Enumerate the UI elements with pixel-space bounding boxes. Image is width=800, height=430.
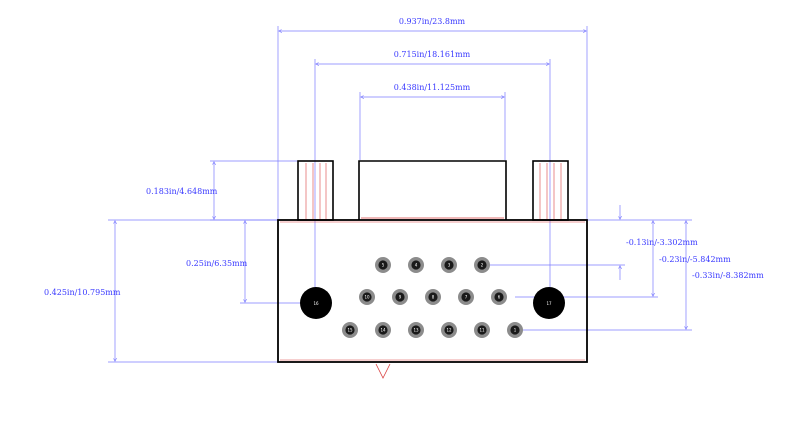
pin-label-6: 6: [498, 294, 501, 299]
pin-pad-9: 9: [392, 289, 408, 305]
row3-offset-label: -0.33in/-8.382mm: [692, 271, 764, 280]
pin-pad-10: 10: [359, 289, 375, 305]
pin-pad-1: 1: [507, 322, 523, 338]
pin-label-12: 12: [446, 327, 452, 332]
pin-pad-6: 6: [491, 289, 507, 305]
pin-pad-11: 11: [474, 322, 490, 338]
pin-pad-5: 5: [375, 257, 391, 273]
pin-pad-7: 7: [458, 289, 474, 305]
pin-pad-2: 2: [474, 257, 490, 273]
pin-label-15: 15: [347, 327, 353, 332]
total-height-label: 0.425in/10.795mm: [44, 288, 121, 297]
pin-pad-12: 12: [441, 322, 457, 338]
pin-label-8: 8: [432, 294, 435, 299]
shell-outline: [358, 160, 507, 220]
pin-pad-15: 15: [342, 322, 358, 338]
pin-label-10: 10: [364, 294, 370, 299]
pin-label-1: 1: [514, 327, 517, 332]
pin-row-1: 5 4 3 2: [375, 257, 490, 273]
mount-hole-left-label: 16: [313, 301, 319, 306]
shell-width-label: 0.438in/11.125mm: [394, 83, 471, 92]
connector-body-outline: [277, 219, 588, 363]
mount-hole-right: 17: [533, 287, 565, 319]
mount-spacing-label: 0.715in/18.161mm: [394, 50, 471, 59]
pin-label-9: 9: [399, 294, 402, 299]
pin-pad-13: 13: [408, 322, 424, 338]
pin1-indicator-triangle: [375, 363, 391, 379]
pin-pad-14: 14: [375, 322, 391, 338]
row2-offset-label: -0.23in/-5.842mm: [659, 255, 731, 264]
mount-hole-left: 16: [300, 287, 332, 319]
row1-offset-label: -0.13in/-3.302mm: [626, 238, 698, 247]
pin-label-14: 14: [380, 327, 386, 332]
right-boss-outline: [532, 160, 569, 221]
mount-hole-right-label: 17: [546, 301, 552, 306]
pin-label-11: 11: [479, 327, 485, 332]
pin-pad-4: 4: [408, 257, 424, 273]
pin-label-7: 7: [465, 294, 468, 299]
pin-label-4: 4: [415, 262, 418, 267]
pin-label-2: 2: [481, 262, 484, 267]
pin-label-5: 5: [382, 262, 385, 267]
hole-offset-label: 0.25in/6.35mm: [186, 259, 248, 268]
pin-label-13: 13: [413, 327, 419, 332]
pin-pad-8: 8: [425, 289, 441, 305]
dimension-labels: 0.937in/23.8mm 0.715in/18.161mm 0.438in/…: [44, 17, 764, 297]
left-boss-outline: [297, 160, 334, 221]
connector-top-profile: [297, 160, 569, 221]
dimension-lines: [115, 31, 686, 361]
boss-height-label: 0.183in/4.648mm: [146, 187, 218, 196]
overall-width-label: 0.937in/23.8mm: [399, 17, 466, 26]
pin-row-2: 10 9 8 7 6: [359, 289, 507, 305]
pin-label-3: 3: [448, 262, 451, 267]
pin-pad-3: 3: [441, 257, 457, 273]
